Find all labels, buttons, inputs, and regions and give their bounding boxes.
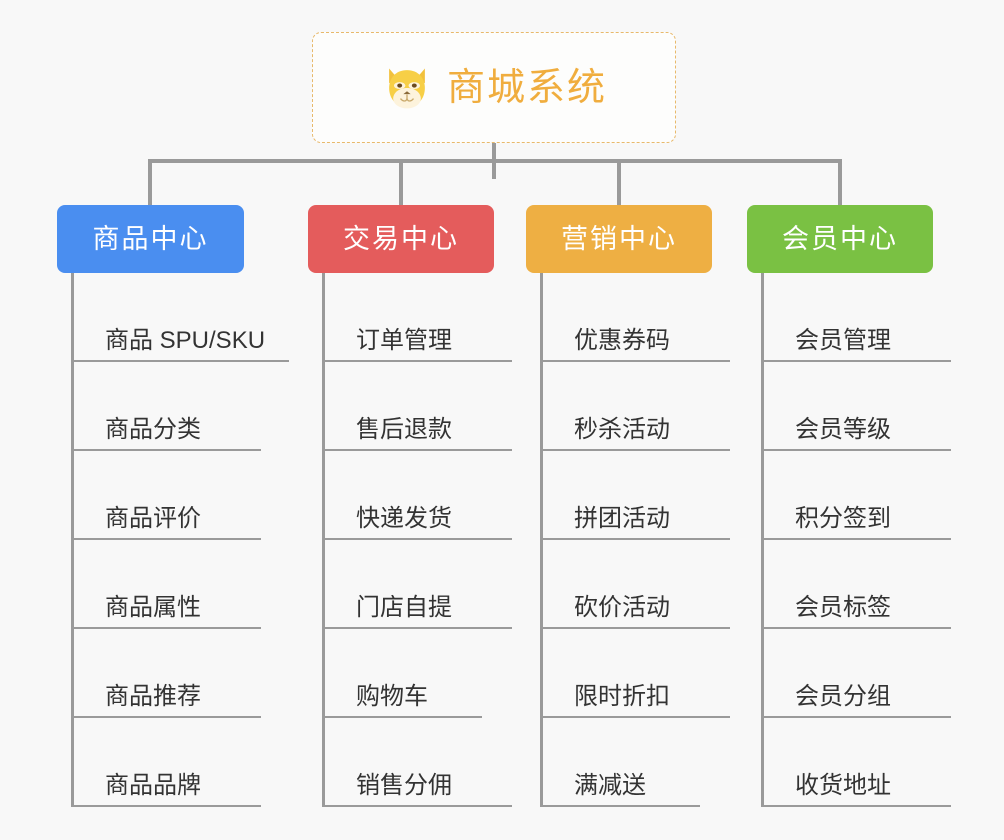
leaf-underline (540, 716, 730, 718)
leaf-item[interactable]: 会员分组 (761, 629, 971, 718)
leaf-label: 订单管理 (356, 327, 452, 354)
leaf-label: 会员管理 (795, 327, 891, 354)
leaf-item[interactable]: 满减送 (540, 718, 750, 807)
leaf-label: 快递发货 (356, 505, 452, 532)
leaf-item[interactable]: 秒杀活动 (540, 362, 750, 451)
leaf-label: 会员标签 (795, 594, 891, 621)
leaf-label: 商品评价 (105, 505, 201, 532)
leaf-underline (322, 627, 512, 629)
leaf-underline (761, 538, 951, 540)
leaf-underline (322, 360, 512, 362)
leaf-item[interactable]: 商品推荐 (71, 629, 283, 718)
branch-header-trade[interactable]: 交易中心 (308, 205, 494, 273)
leaf-label: 购物车 (356, 683, 428, 710)
leaf-item[interactable]: 商品 SPU/SKU (71, 273, 289, 362)
leaf-underline (540, 538, 730, 540)
leaf-underline (71, 627, 261, 629)
leaf-item[interactable]: 商品评价 (71, 451, 283, 540)
leaf-underline (322, 716, 482, 718)
leaf-item[interactable]: 门店自提 (322, 540, 532, 629)
connector-drop-1 (399, 159, 403, 205)
leaf-label: 限时折扣 (574, 683, 670, 710)
root-title: 商城系统 (446, 66, 607, 109)
leaf-trunk (761, 273, 764, 807)
leaf-underline (540, 805, 700, 807)
leaf-item[interactable]: 销售分佣 (322, 718, 532, 807)
leaf-item[interactable]: 会员等级 (761, 362, 971, 451)
leaf-trunk (540, 273, 543, 807)
leaf-label: 商品分类 (105, 416, 201, 443)
leaf-label: 砍价活动 (574, 594, 670, 621)
leaf-underline (322, 449, 512, 451)
dog-face-icon (389, 68, 425, 108)
leaf-underline (71, 538, 261, 540)
leaf-underline (71, 716, 261, 718)
leaf-trunk (71, 273, 74, 807)
leaf-label: 商品品牌 (105, 772, 201, 799)
leaf-item[interactable]: 砍价活动 (540, 540, 750, 629)
branch-header-member[interactable]: 会员中心 (747, 205, 933, 273)
leaf-label: 会员等级 (795, 416, 891, 443)
leaf-list-marketing: 优惠券码 秒杀活动 拼团活动 砍价活动 限时折扣 满减送 (540, 273, 750, 807)
leaf-underline (322, 805, 512, 807)
branch-header-marketing[interactable]: 营销中心 (526, 205, 712, 273)
leaf-label: 会员分组 (795, 683, 891, 710)
leaf-label: 秒杀活动 (574, 416, 670, 443)
leaf-underline (761, 360, 951, 362)
branch-column-product: 商品中心 商品 SPU/SKU 商品分类 商品评价 商品属性 商品推荐 (57, 205, 289, 807)
leaf-item[interactable]: 售后退款 (322, 362, 532, 451)
leaf-underline (322, 538, 512, 540)
leaf-underline (71, 360, 289, 362)
leaf-underline (71, 805, 261, 807)
leaf-item[interactable]: 快递发货 (322, 451, 532, 540)
leaf-list-member: 会员管理 会员等级 积分签到 会员标签 会员分组 收货地址 (761, 273, 971, 807)
leaf-underline (761, 627, 951, 629)
leaf-underline (71, 449, 261, 451)
leaf-label: 拼团活动 (574, 505, 670, 532)
leaf-item[interactable]: 商品属性 (71, 540, 283, 629)
leaf-label: 商品推荐 (105, 683, 201, 710)
leaf-underline (540, 360, 730, 362)
leaf-label: 优惠券码 (574, 327, 670, 354)
leaf-underline (761, 716, 951, 718)
leaf-label: 积分签到 (795, 505, 891, 532)
leaf-item[interactable]: 商品分类 (71, 362, 283, 451)
leaf-trunk (322, 273, 325, 807)
leaf-label: 商品属性 (105, 594, 201, 621)
leaf-underline (761, 449, 951, 451)
leaf-label: 门店自提 (356, 594, 452, 621)
connector-drop-2 (617, 159, 621, 205)
leaf-item[interactable]: 积分签到 (761, 451, 971, 540)
connector-drop-3 (838, 159, 842, 205)
leaf-item[interactable]: 购物车 (322, 629, 532, 718)
branch-column-marketing: 营销中心 优惠券码 秒杀活动 拼团活动 砍价活动 限时折扣 (526, 205, 750, 807)
leaf-item[interactable]: 订单管理 (322, 273, 532, 362)
leaf-list-trade: 订单管理 售后退款 快递发货 门店自提 购物车 销售分佣 (322, 273, 532, 807)
leaf-underline (540, 449, 730, 451)
leaf-list-product: 商品 SPU/SKU 商品分类 商品评价 商品属性 商品推荐 商品品牌 (71, 273, 289, 807)
leaf-underline (540, 627, 730, 629)
connector-drop-0 (148, 159, 152, 205)
connector-horizontal-bus (148, 159, 842, 163)
leaf-item[interactable]: 拼团活动 (540, 451, 750, 540)
branch-header-product[interactable]: 商品中心 (57, 205, 244, 273)
leaf-item[interactable]: 收货地址 (761, 718, 971, 807)
leaf-item[interactable]: 商品品牌 (71, 718, 283, 807)
leaf-label: 满减送 (574, 772, 646, 799)
leaf-item[interactable]: 优惠券码 (540, 273, 750, 362)
leaf-label: 商品 SPU/SKU (105, 327, 266, 354)
leaf-label: 销售分佣 (356, 772, 452, 799)
branch-column-trade: 交易中心 订单管理 售后退款 快递发货 门店自提 购物车 (308, 205, 532, 807)
leaf-item[interactable]: 会员管理 (761, 273, 971, 362)
leaf-underline (761, 805, 951, 807)
leaf-label: 收货地址 (795, 772, 891, 799)
leaf-label: 售后退款 (356, 416, 452, 443)
branch-column-member: 会员中心 会员管理 会员等级 积分签到 会员标签 会员分组 (747, 205, 971, 807)
leaf-item[interactable]: 限时折扣 (540, 629, 750, 718)
root-node[interactable]: 商城系统 (312, 32, 676, 143)
leaf-item[interactable]: 会员标签 (761, 540, 971, 629)
